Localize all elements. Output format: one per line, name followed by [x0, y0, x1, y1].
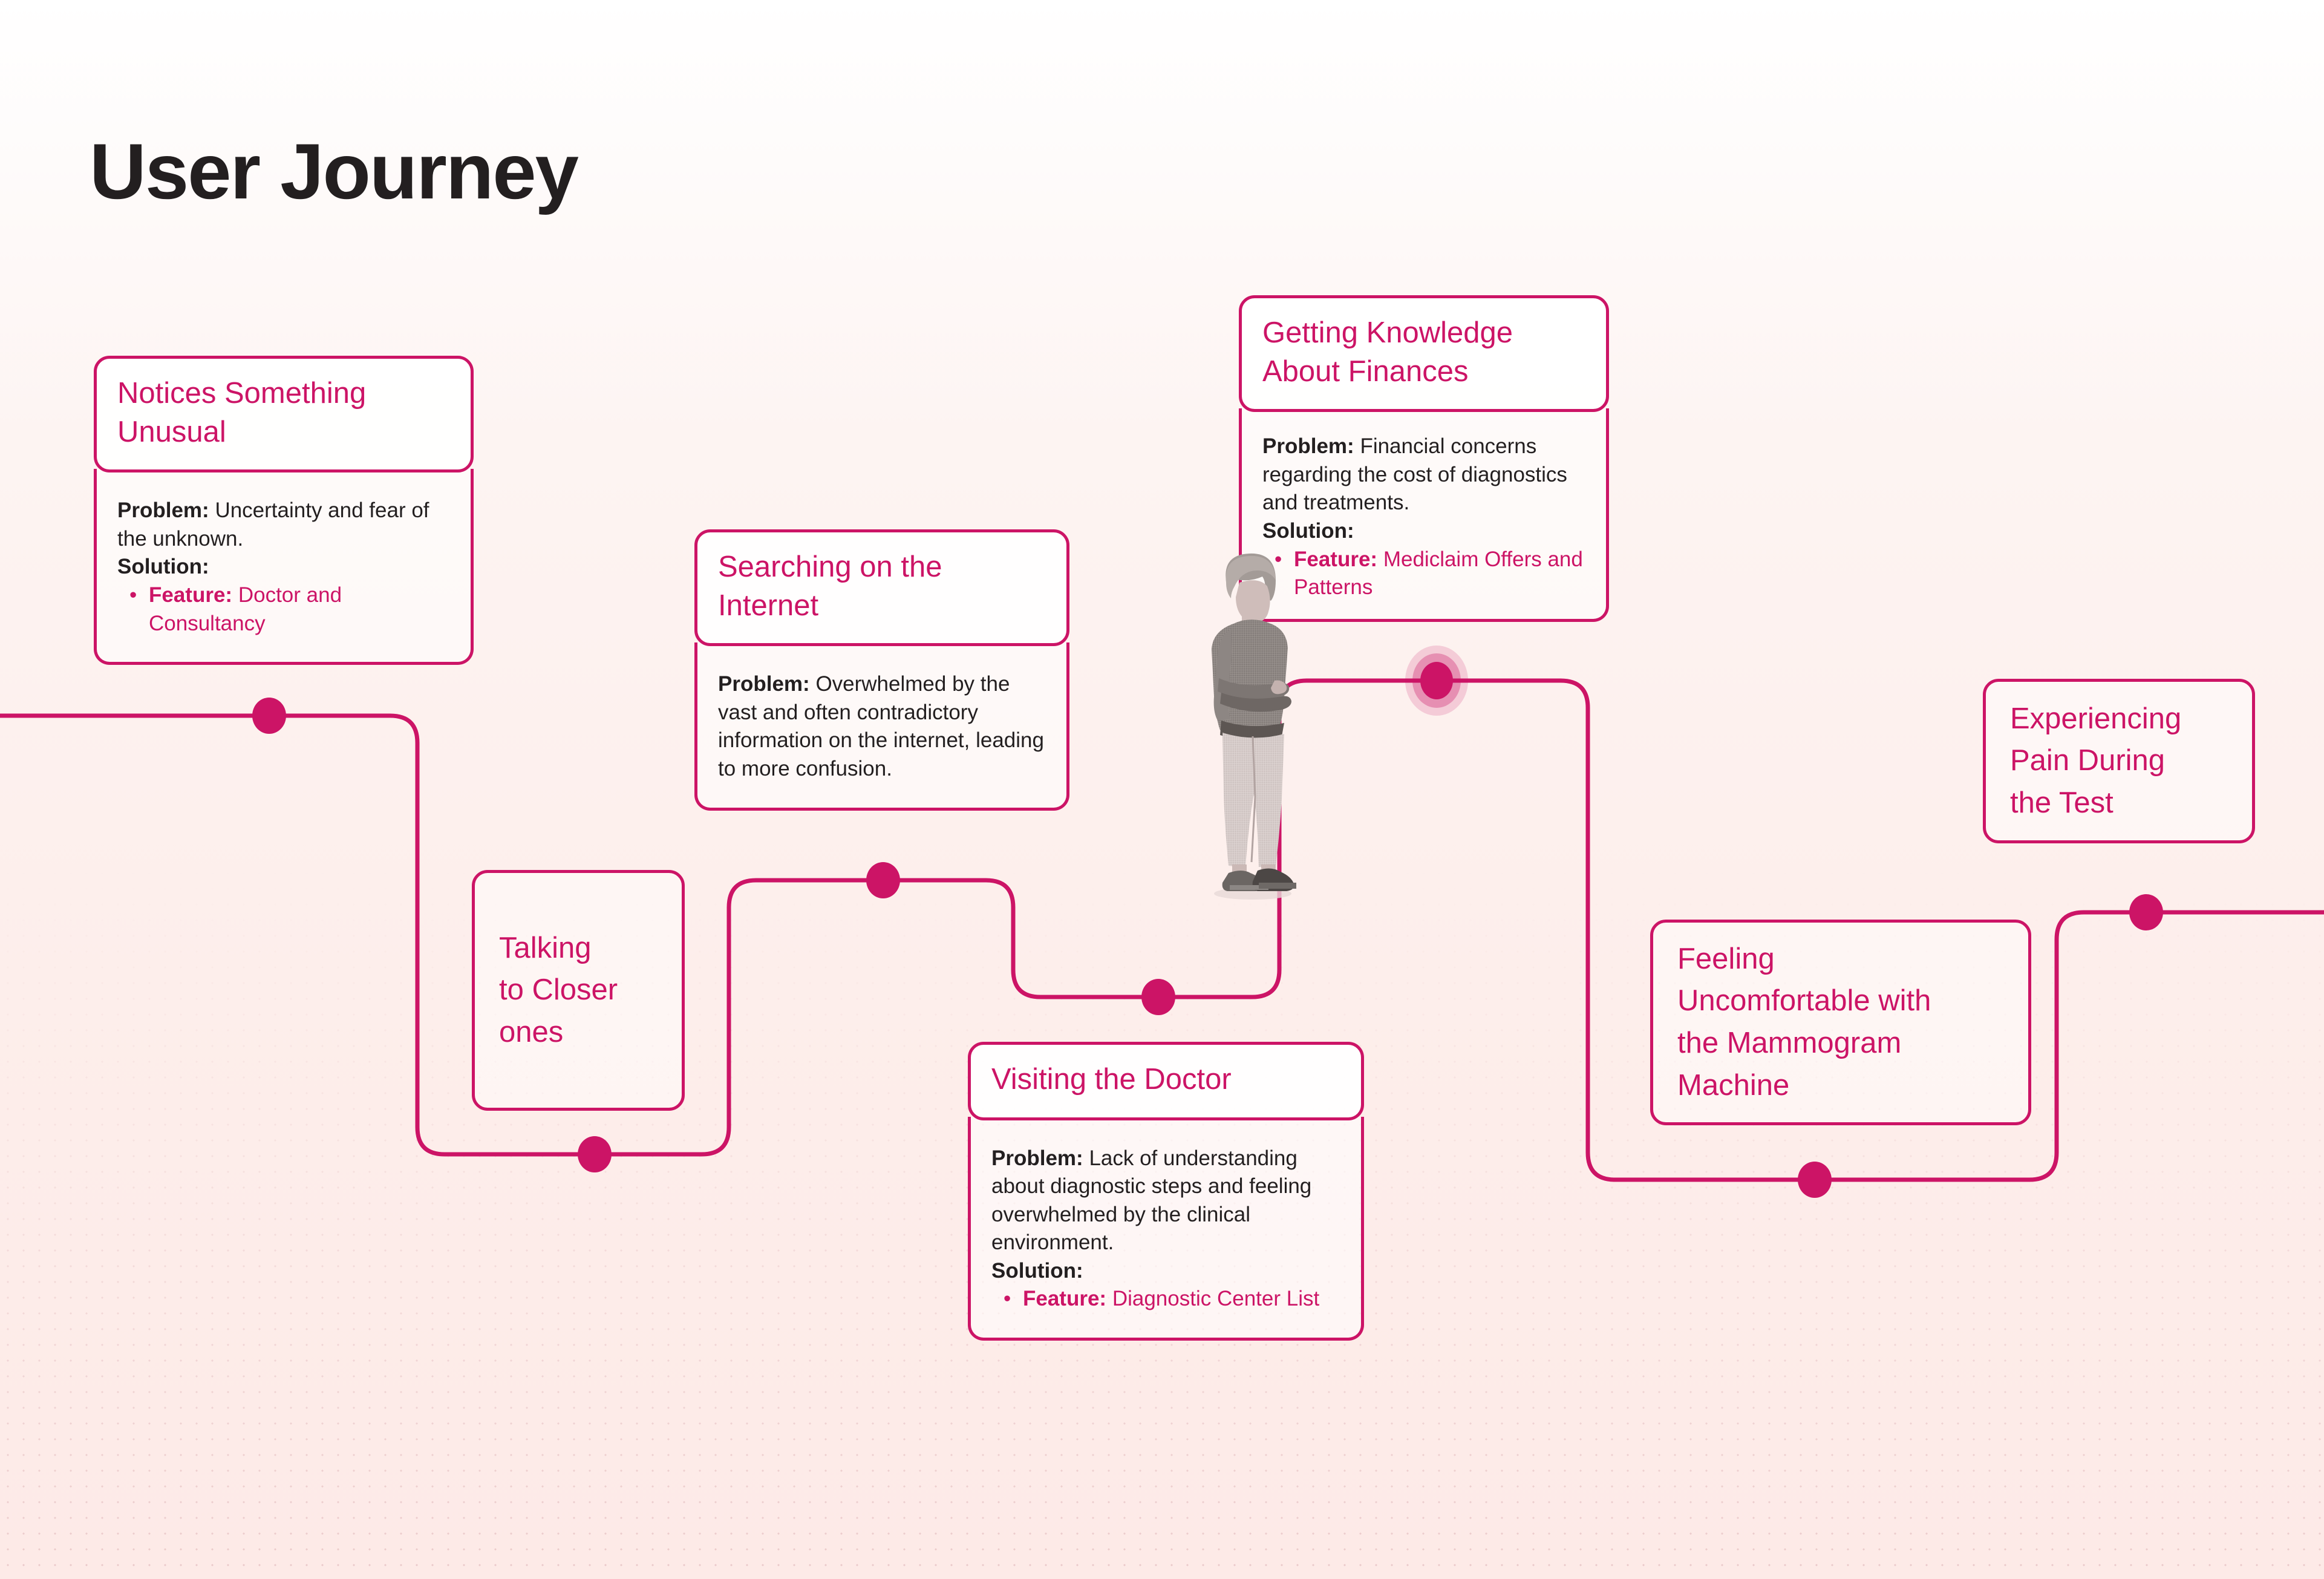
card-title: Talking to Closer ones — [499, 931, 618, 1048]
journey-stage-card-searching-on-the-internet[interactable]: Searching on the Internet Problem: Overw… — [694, 529, 1069, 811]
problem-text: Lack of understanding about diagnostic s… — [991, 1146, 1312, 1255]
feature-label: Feature: — [1023, 1287, 1107, 1311]
card-header: Visiting the Doctor — [968, 1042, 1364, 1120]
journey-stage-card-talking-to-closer-ones[interactable]: Talking to Closer ones — [472, 870, 685, 1111]
feature-text: Doctor and Consultancy — [149, 583, 342, 635]
card-body: Problem: Lack of understanding about dia… — [968, 1116, 1364, 1341]
journey-node-1[interactable] — [252, 698, 286, 734]
journey-nodes — [252, 646, 2163, 1198]
journey-stage-card-notices-something-unusual[interactable]: Notices Something Unusual Problem: Uncer… — [94, 356, 474, 665]
journey-node-6[interactable] — [1798, 1162, 1832, 1198]
journey-node-7[interactable] — [2129, 894, 2163, 930]
card-body: Problem: Overwhelmed by the vast and oft… — [694, 642, 1069, 811]
feature-item: Feature: Mediclaim Offers and Patterns — [1275, 546, 1585, 602]
problem-text: Uncertainty and fear of the unknown. — [117, 499, 429, 551]
journey-stage-card-visiting-the-doctor[interactable]: Visiting the Doctor Problem: Lack of und… — [968, 1042, 1364, 1341]
feature-item: Feature: Doctor and Consultancy — [129, 581, 450, 638]
standing-woman-illustration — [1212, 553, 1296, 900]
card-title: Visiting the Doctor — [991, 1063, 1232, 1096]
problem-label: Problem: — [991, 1146, 1083, 1170]
feature-label: Feature: — [1294, 547, 1378, 571]
problem-text: Overwhelmed by the vast and often contra… — [718, 672, 1044, 781]
card-header: Getting Knowledge About Finances — [1239, 295, 1609, 413]
journey-node-4[interactable] — [1141, 979, 1175, 1015]
feature-text: Mediclaim Offers and Patterns — [1294, 547, 1583, 600]
problem-line: Problem: Lack of understanding about dia… — [991, 1145, 1340, 1257]
feature-label: Feature: — [149, 583, 233, 607]
feature-text: Diagnostic Center List — [1112, 1287, 1320, 1311]
card-title: Notices Something Unusual — [117, 377, 367, 448]
card-header: Searching on the Internet — [694, 529, 1069, 647]
problem-line: Problem: Overwhelmed by the vast and oft… — [718, 670, 1046, 783]
journey-node-2[interactable] — [578, 1136, 612, 1172]
page-title: User Journey — [90, 127, 579, 216]
feature-item: Feature: Diagnostic Center List — [1004, 1285, 1340, 1313]
solution-label: Solution: — [1262, 519, 1354, 543]
card-body: Problem: Financial concerns regarding th… — [1239, 408, 1609, 622]
solution-label: Solution: — [991, 1258, 1083, 1283]
journey-node-3[interactable] — [866, 862, 900, 898]
solution-label: Solution: — [117, 555, 209, 579]
feature-list: Feature: Diagnostic Center List — [991, 1285, 1340, 1313]
card-title: Feeling Uncomfortable with the Mammogram… — [1677, 942, 1931, 1102]
problem-label: Problem: — [1262, 434, 1354, 459]
problem-label: Problem: — [718, 672, 810, 696]
journey-node-active-pulse[interactable] — [1405, 646, 1468, 716]
problem-line: Problem: Uncertainty and fear of the unk… — [117, 497, 450, 553]
problem-line: Problem: Financial concerns regarding th… — [1262, 433, 1585, 517]
feature-list: Feature: Mediclaim Offers and Patterns — [1262, 546, 1585, 602]
journey-stage-card-getting-knowledge-about-finances[interactable]: Getting Knowledge About Finances Problem… — [1239, 295, 1609, 622]
problem-label: Problem: — [117, 499, 209, 523]
card-title: Getting Knowledge About Finances — [1262, 316, 1513, 388]
card-body: Problem: Uncertainty and fear of the unk… — [94, 469, 474, 665]
problem-text: Financial concerns regarding the cost of… — [1262, 434, 1567, 515]
journey-stage-card-experiencing-pain-during-the-test[interactable]: Experiencing Pain During the Test — [1983, 679, 2255, 843]
card-title: Searching on the Internet — [718, 551, 942, 622]
card-header: Notices Something Unusual — [94, 356, 474, 473]
journey-stage-card-feeling-uncomfortable-mammogram[interactable]: Feeling Uncomfortable with the Mammogram… — [1650, 920, 2031, 1125]
card-title: Experiencing Pain During the Test — [2010, 702, 2182, 819]
feature-list: Feature: Doctor and Consultancy — [117, 581, 450, 638]
